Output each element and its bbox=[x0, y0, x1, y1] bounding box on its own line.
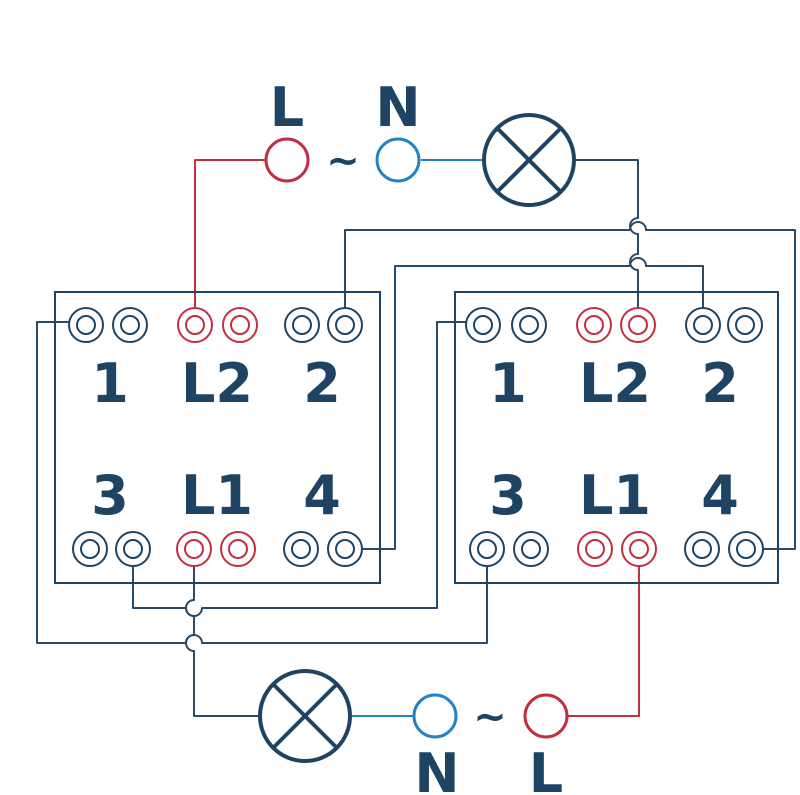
right-terminal-l2b-icon bbox=[620, 307, 656, 343]
right-label-1: 1 bbox=[489, 352, 527, 415]
left-terminal-l1b-icon bbox=[220, 531, 256, 567]
bottom-lamp-icon bbox=[258, 669, 352, 763]
right-label-2: 2 bbox=[701, 352, 739, 415]
right-switch-box bbox=[454, 291, 779, 584]
left-switch-bottom-terminals bbox=[72, 531, 363, 567]
right-terminal-l2a-icon bbox=[576, 307, 612, 343]
right-label-l1: L1 bbox=[579, 464, 651, 527]
left-terminal-l1a-icon bbox=[176, 531, 212, 567]
right-terminal-2b-icon bbox=[727, 307, 763, 343]
left-terminal-1b-icon bbox=[112, 307, 148, 343]
right-terminal-l1b-icon bbox=[621, 531, 657, 567]
right-terminal-3a-icon bbox=[469, 531, 505, 567]
right-switch-top-terminals bbox=[465, 307, 763, 343]
right-terminal-1a-icon bbox=[465, 307, 501, 343]
right-label-3: 3 bbox=[489, 464, 527, 527]
right-terminal-3b-icon bbox=[513, 531, 549, 567]
left-terminal-l2b-icon bbox=[222, 307, 258, 343]
top-neutral-terminal-icon bbox=[375, 137, 421, 183]
right-terminal-4a-icon bbox=[684, 531, 720, 567]
left-switch-box bbox=[54, 291, 381, 584]
bottom-phase-terminal-icon bbox=[523, 693, 569, 739]
wire-top-phase bbox=[194, 159, 265, 322]
right-switch: 1 L2 2 3 L1 4 bbox=[454, 291, 779, 584]
top-phase-label: L bbox=[270, 76, 304, 139]
left-label-2: 2 bbox=[303, 352, 341, 415]
left-switch-top-terminals bbox=[68, 307, 363, 343]
top-neutral-label: N bbox=[375, 76, 420, 139]
right-terminal-4b-icon bbox=[728, 531, 764, 567]
right-label-l2: L2 bbox=[579, 352, 651, 415]
right-terminal-1b-icon bbox=[511, 307, 547, 343]
bottom-neutral-label: N bbox=[414, 742, 459, 795]
top-supply: L N ~ bbox=[264, 76, 576, 207]
bottom-supply: ~ N L bbox=[258, 669, 569, 795]
left-terminal-4a-icon bbox=[283, 531, 319, 567]
top-tilde: ~ bbox=[326, 138, 360, 184]
wire-left4-to-right2 bbox=[345, 257, 704, 550]
bottom-tilde: ~ bbox=[473, 694, 507, 740]
left-terminal-3b-icon bbox=[115, 531, 151, 567]
left-terminal-l2a-icon bbox=[177, 307, 213, 343]
right-terminal-l1a-icon bbox=[577, 531, 613, 567]
top-phase-terminal-icon bbox=[264, 137, 310, 183]
left-label-1: 1 bbox=[91, 352, 129, 415]
wire-left2-to-right4 bbox=[344, 221, 796, 550]
top-lamp-icon bbox=[482, 113, 576, 207]
left-terminal-2a-icon bbox=[284, 307, 320, 343]
left-label-4: 4 bbox=[303, 464, 341, 527]
left-label-l2: L2 bbox=[181, 352, 253, 415]
wire-bottom-phase bbox=[568, 549, 640, 717]
wire-top-lamp-to-right-l2 bbox=[575, 159, 639, 322]
left-terminal-2b-icon bbox=[327, 307, 363, 343]
right-switch-bottom-terminals bbox=[469, 531, 764, 567]
wires bbox=[36, 159, 796, 717]
left-label-l1: L1 bbox=[181, 464, 253, 527]
left-terminal-3a-icon bbox=[72, 531, 108, 567]
right-terminal-2a-icon bbox=[685, 307, 721, 343]
left-terminal-1a-icon bbox=[68, 307, 104, 343]
bottom-phase-label: L bbox=[529, 742, 563, 795]
left-label-3: 3 bbox=[91, 464, 129, 527]
right-label-4: 4 bbox=[701, 464, 739, 527]
left-switch: 1 L2 2 3 L1 4 bbox=[54, 291, 381, 584]
bottom-neutral-terminal-icon bbox=[412, 693, 458, 739]
left-terminal-4b-icon bbox=[327, 531, 363, 567]
wire-left-l1-to-bottom-lamp bbox=[185, 549, 259, 717]
